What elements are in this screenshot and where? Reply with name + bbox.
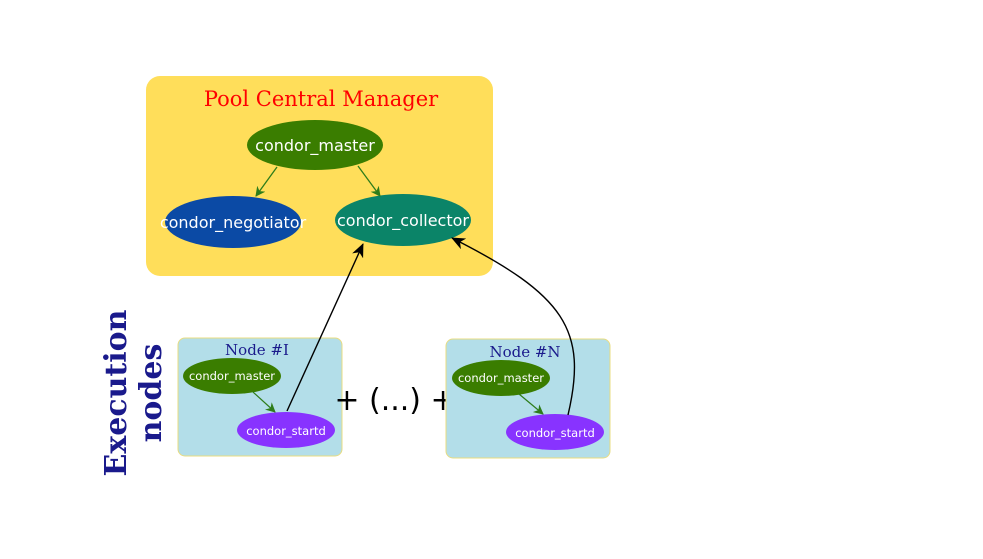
cm-master-label: condor_master	[255, 136, 375, 156]
execution-label-line2: nodes	[134, 344, 169, 443]
node-1-startd-label: condor_startd	[246, 424, 326, 438]
central-manager-box: Pool Central Manager condor_master condo…	[146, 76, 493, 276]
edge-startdN-collector	[451, 237, 576, 416]
edge-startd1-collector	[286, 243, 364, 412]
negotiator-label: condor_negotiator	[160, 213, 307, 233]
node-n-master-label: condor_master	[458, 371, 544, 385]
node-n-title: Node #N	[489, 343, 560, 361]
collector-node: condor_collector	[335, 194, 471, 246]
node-1-master-label: condor_master	[189, 369, 275, 383]
execution-label: Execution nodes	[99, 309, 169, 476]
negotiator-node: condor_negotiator	[160, 196, 307, 248]
node-n-startd-label: condor_startd	[515, 426, 595, 440]
central-manager-title: Pool Central Manager	[204, 87, 439, 111]
collector-label: condor_collector	[337, 211, 469, 231]
node-1-edge	[252, 391, 276, 413]
edge-master-collector	[357, 165, 381, 197]
ellipsis-separator: + (...) +	[334, 383, 455, 418]
node-n-edge	[518, 393, 544, 415]
node-1-box: Node #I condor_master condor_startd	[177, 337, 343, 457]
node-n-box: Node #N condor_master condor_startd	[445, 338, 611, 459]
node-1-title: Node #I	[225, 341, 289, 359]
execution-label-line1: Execution	[99, 309, 134, 476]
cm-master-node: condor_master	[247, 120, 383, 170]
edge-master-negotiator	[255, 166, 278, 197]
